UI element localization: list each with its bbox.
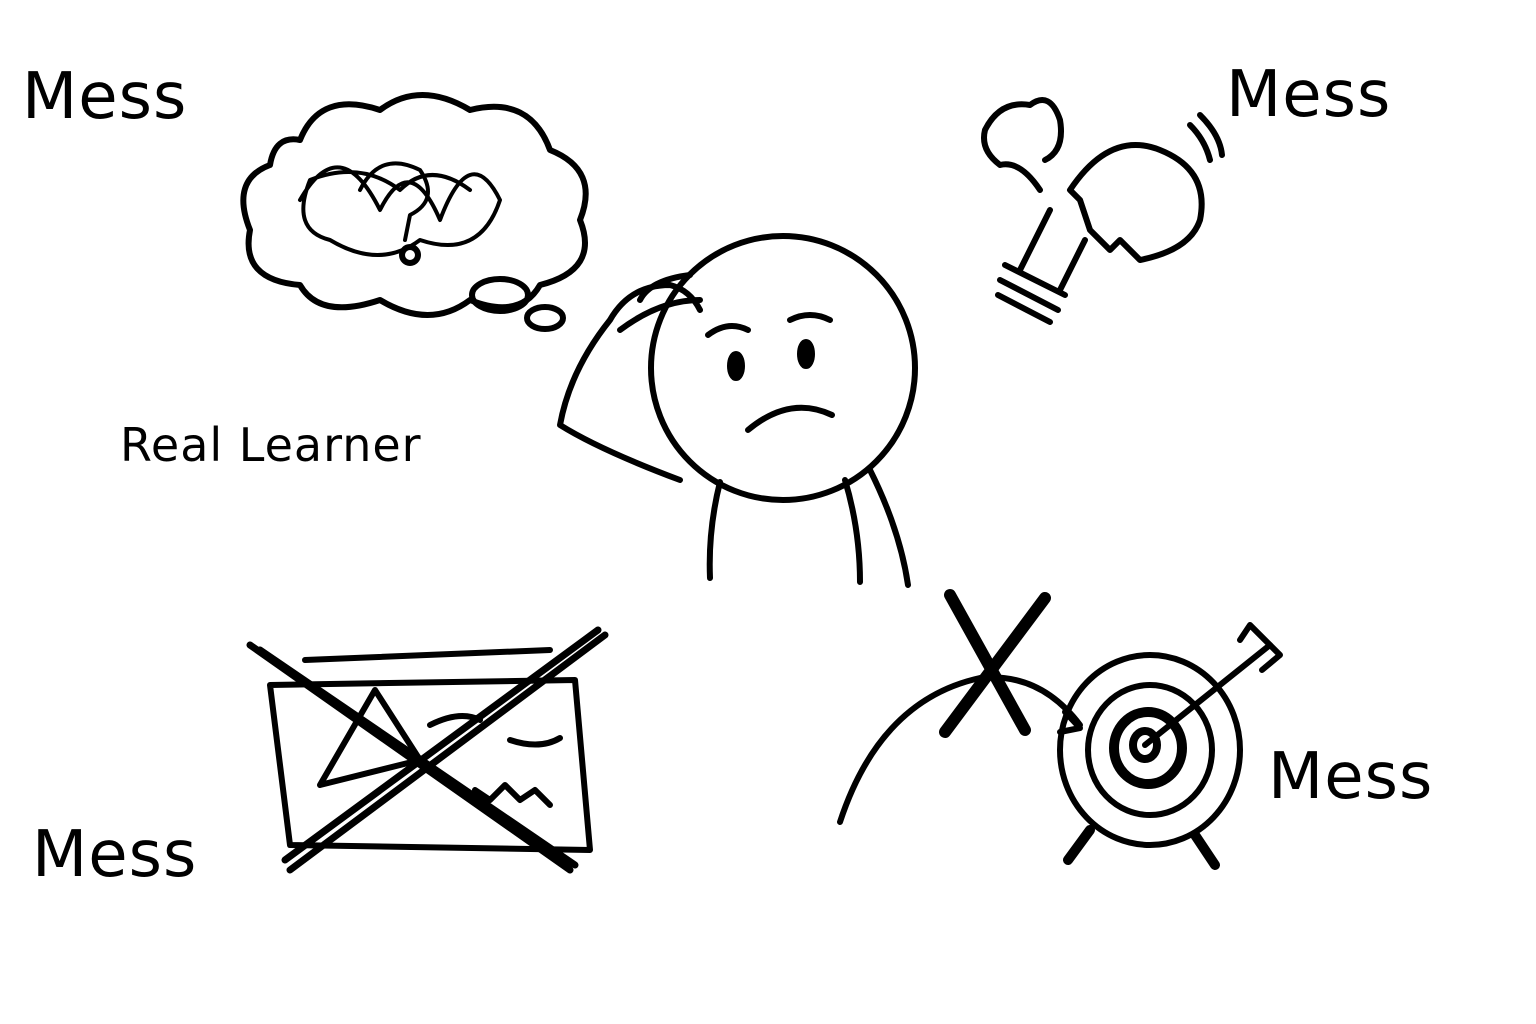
label-real-learner: Real Learner bbox=[120, 418, 422, 472]
label-mess-top-right: Mess bbox=[1226, 58, 1392, 132]
broken-lightbulb-icon bbox=[981, 97, 1225, 325]
label-mess-top-left: Mess bbox=[22, 60, 188, 134]
label-mess-bottom-left: Mess bbox=[32, 818, 198, 892]
missed-target-icon bbox=[837, 589, 1283, 870]
thought-cloud-icon bbox=[240, 92, 589, 332]
confused-stick-figure-icon bbox=[557, 233, 918, 588]
crossed-out-picture-icon bbox=[246, 626, 609, 874]
label-mess-bottom-right: Mess bbox=[1268, 740, 1434, 814]
